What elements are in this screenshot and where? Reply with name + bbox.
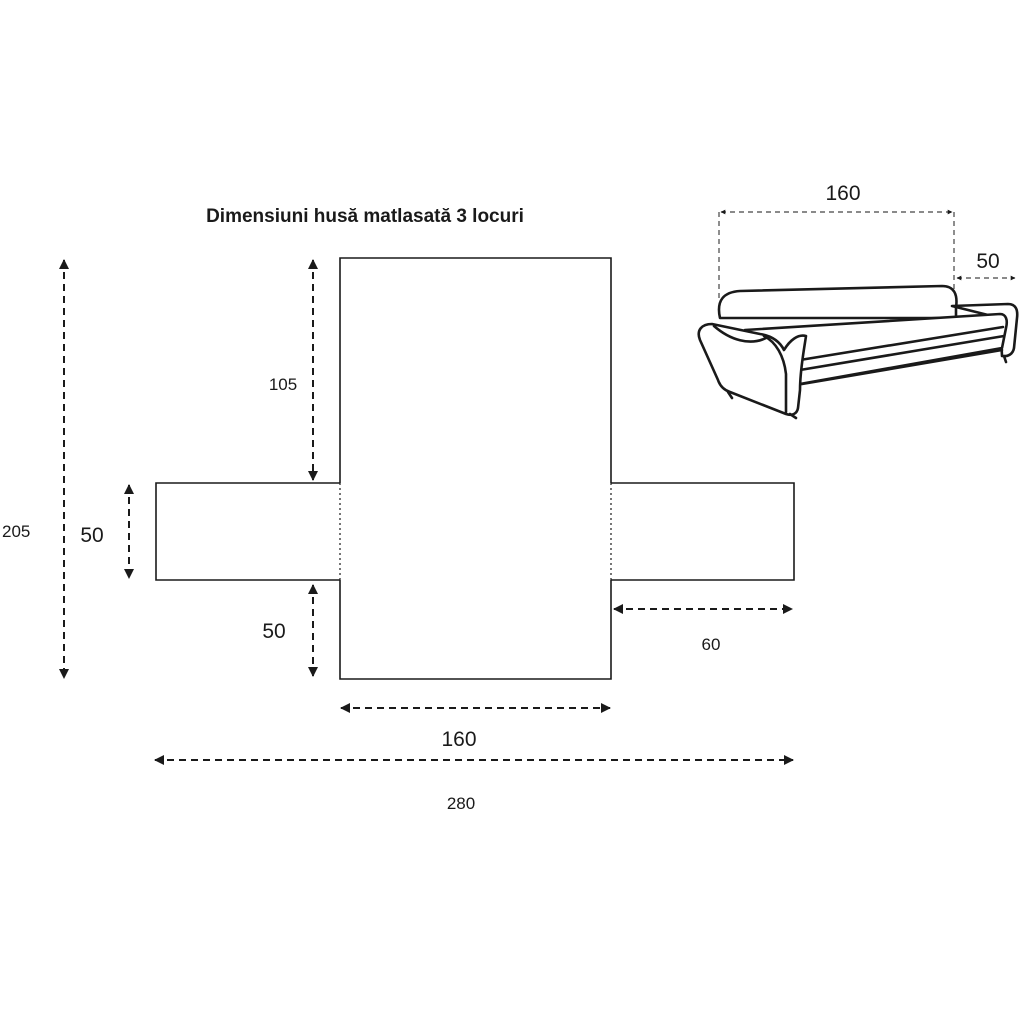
center-panel-lower-outline xyxy=(339,580,612,680)
back-height-label: 105 xyxy=(269,375,297,394)
sofa-arm-width-label: 50 xyxy=(976,250,999,273)
center-panel-outline xyxy=(339,257,612,483)
sofa-leg-back xyxy=(726,390,734,400)
dimension-arrows xyxy=(59,259,794,765)
left-arm-flap xyxy=(155,482,340,581)
seat-width-label: 160 xyxy=(441,728,476,751)
sofa-left-armrest xyxy=(697,322,808,417)
sofa-leg-right xyxy=(1002,354,1008,364)
sofa-left-armrest-top xyxy=(712,324,768,343)
arm-length-label: 60 xyxy=(702,635,721,654)
sofa-seat-width-label: 160 xyxy=(825,182,860,205)
sofa-cushion-edge xyxy=(798,334,1006,372)
sofa-backrest xyxy=(717,284,958,320)
total-height-label: 205 xyxy=(2,522,30,541)
cover-outline xyxy=(155,257,795,680)
sofa-base-line xyxy=(800,348,1004,386)
total-width-label: 280 xyxy=(447,794,475,813)
dimension-labels: 205 105 50 50 60 160 280 xyxy=(2,375,720,813)
sofa-left-armrest-curve xyxy=(762,334,788,414)
right-arm-flap xyxy=(611,482,795,581)
seat-front-label: 50 xyxy=(262,620,285,643)
sofa-leg-front xyxy=(788,412,798,420)
diagram-title: Dimensiuni husă matlasată 3 locuri xyxy=(206,206,524,227)
arm-width-label: 50 xyxy=(80,524,103,547)
sofa-illustration: 160 50 xyxy=(697,182,1019,420)
sofa-cushion-front xyxy=(798,325,1005,362)
